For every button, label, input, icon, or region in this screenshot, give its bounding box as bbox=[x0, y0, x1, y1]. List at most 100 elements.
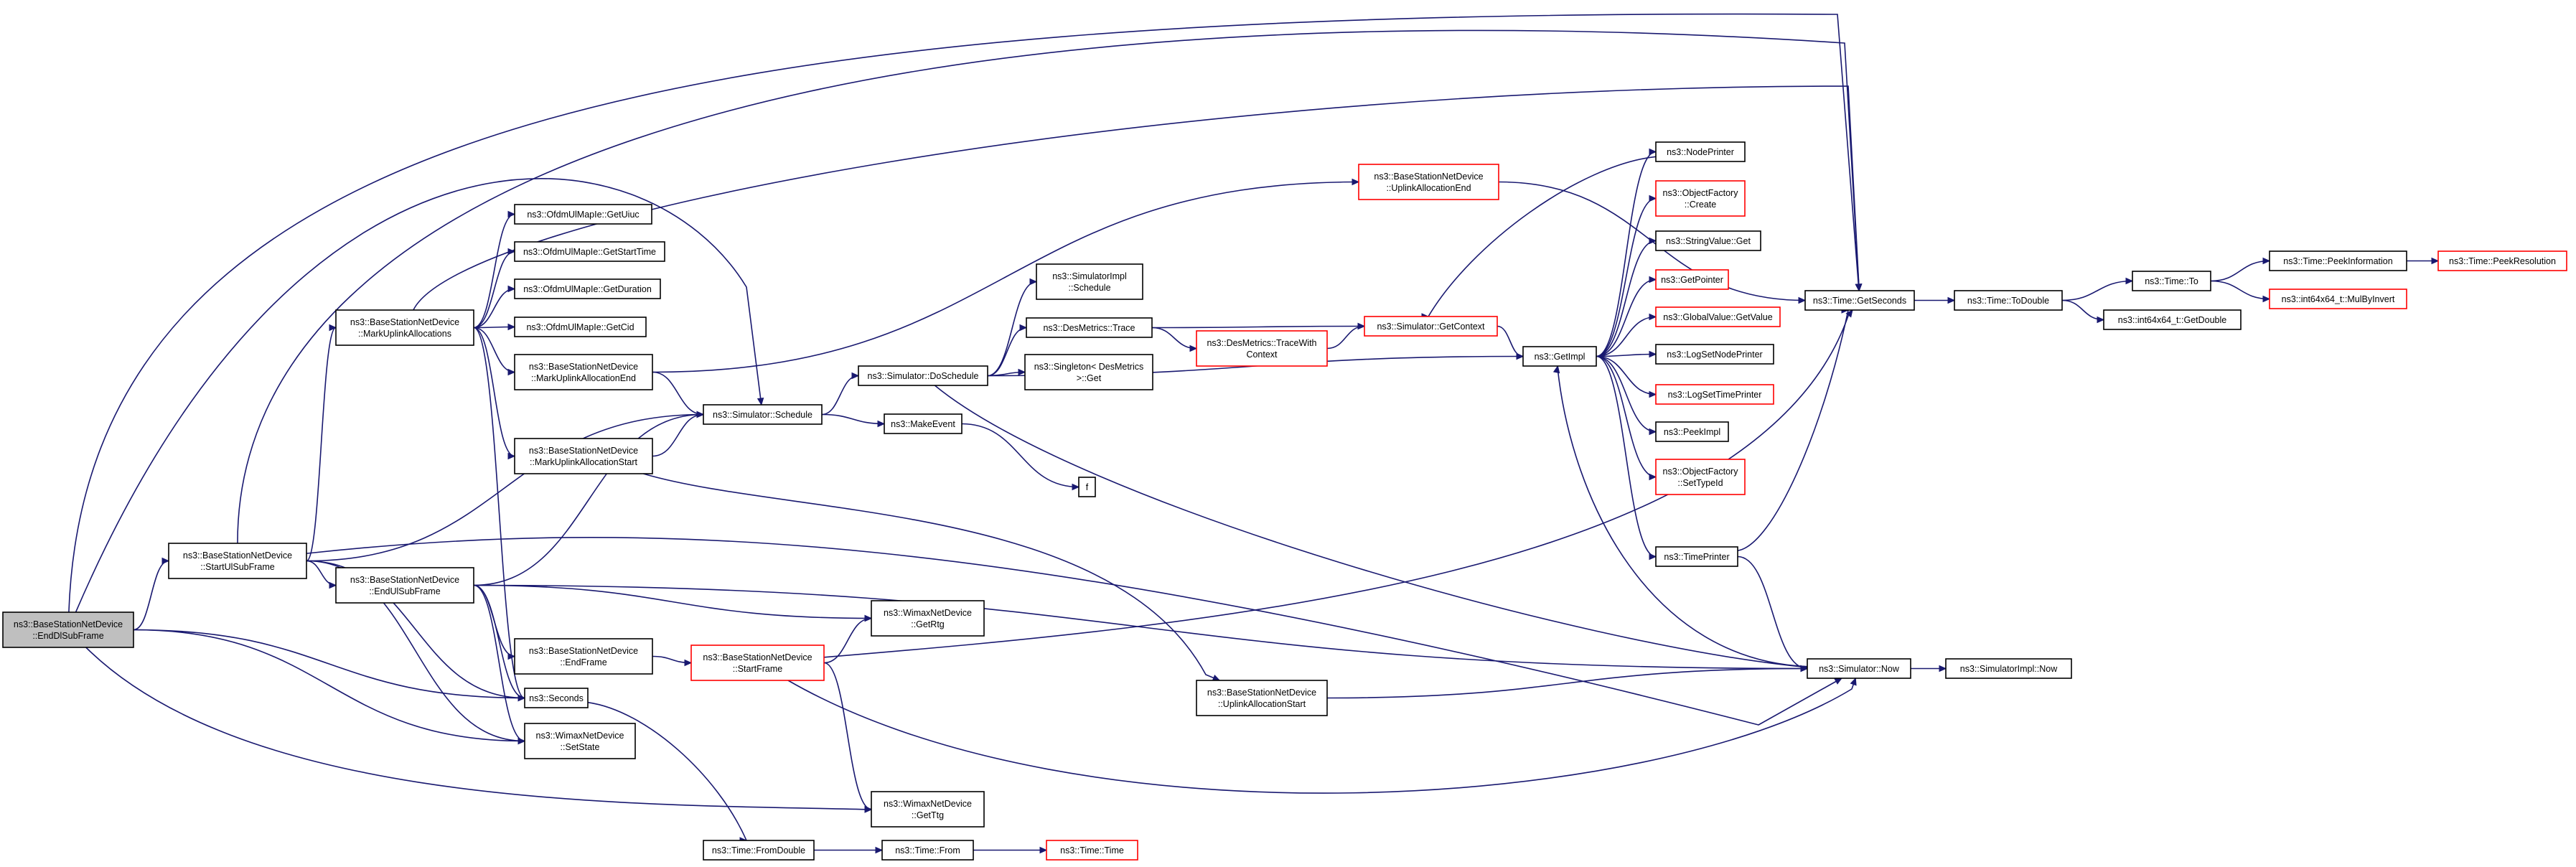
node-label: Context bbox=[1246, 350, 1278, 360]
node-stringGet[interactable]: ns3::StringValue::Get bbox=[1655, 230, 1761, 251]
node-box bbox=[703, 404, 823, 425]
node-box bbox=[1655, 269, 1729, 290]
edge-line bbox=[823, 617, 872, 664]
call-edge-getImpl-to-ofCreate bbox=[1596, 195, 1657, 357]
edge-line bbox=[787, 678, 1857, 794]
node-timeFrom[interactable]: ns3::Time::From bbox=[881, 840, 974, 861]
node-box bbox=[1804, 290, 1915, 311]
node-peekImpl[interactable]: ns3::PeekImpl bbox=[1655, 421, 1729, 442]
node-makeEvent[interactable]: ns3::MakeEvent bbox=[884, 413, 963, 434]
call-edge-simNow-to-simImplNow bbox=[1910, 665, 1947, 672]
arrowhead-icon bbox=[1649, 237, 1657, 245]
call-edge-markUl-to-getDuration bbox=[473, 285, 516, 329]
edge-line bbox=[75, 178, 762, 613]
node-singletonGet[interactable]: ns3::Singleton< DesMetrics>::Get bbox=[1024, 354, 1153, 390]
node-label: ns3::int64x64_t::MulByInvert bbox=[2282, 294, 2395, 304]
node-logSetTimePrinter[interactable]: ns3::LogSetTimePrinter bbox=[1655, 384, 1774, 405]
call-edge-schedule-to-makeEvent bbox=[821, 413, 886, 428]
node-label: ns3::WimaxNetDevice bbox=[884, 608, 972, 618]
node-getUiuc[interactable]: ns3::OfdmUlMapIe::GetUiuc bbox=[514, 204, 652, 225]
node-label: ns3::BaseStationNetDevice bbox=[529, 362, 638, 372]
node-box bbox=[514, 317, 647, 337]
arrowhead-icon bbox=[161, 557, 170, 565]
node-label: ::StartFrame bbox=[733, 664, 783, 674]
call-edge-markStart-to-schedule bbox=[652, 411, 705, 457]
edge-line bbox=[1596, 355, 1657, 433]
node-markStart[interactable]: ns3::BaseStationNetDevice::MarkUplinkAll… bbox=[514, 438, 653, 474]
node-f[interactable]: f bbox=[1078, 477, 1096, 497]
node-box bbox=[514, 354, 653, 390]
node-endFrame[interactable]: ns3::BaseStationNetDevice::EndFrame bbox=[514, 638, 653, 675]
node-getPointer[interactable]: ns3::GetPointer bbox=[1655, 269, 1729, 290]
edge-line bbox=[1326, 325, 1365, 350]
call-edge-endDl-to-setState bbox=[133, 629, 526, 745]
node-label: ns3::OfdmUlMapIe::GetUiuc bbox=[527, 210, 639, 220]
edge-line bbox=[1497, 325, 1524, 357]
node-desTrace[interactable]: ns3::DesMetrics::Trace bbox=[1026, 317, 1153, 338]
arrowhead-icon bbox=[877, 420, 886, 428]
arrowhead-icon bbox=[757, 397, 764, 406]
nodes-layer: ns3::BaseStationNetDevice::EndDlSubFrame… bbox=[2, 141, 2567, 861]
call-edge-timePrinter-to-simNow bbox=[1737, 556, 1809, 672]
edge-line bbox=[652, 371, 704, 416]
call-edge-endUl-to-schedule bbox=[473, 411, 705, 586]
node-markEnd[interactable]: ns3::BaseStationNetDevice::MarkUplinkAll… bbox=[514, 354, 653, 390]
node-getDuration[interactable]: ns3::OfdmUlMapIe::GetDuration bbox=[514, 278, 661, 299]
node-box bbox=[2437, 250, 2567, 271]
arrowhead-icon bbox=[1834, 678, 1842, 685]
node-box bbox=[514, 278, 661, 299]
arrowhead-icon bbox=[875, 846, 884, 854]
call-edge-markUl-to-getUiuc bbox=[473, 210, 516, 329]
node-label: ns3::OfdmUlMapIe::GetDuration bbox=[523, 284, 652, 294]
node-peekResolution[interactable]: ns3::Time::PeekResolution bbox=[2437, 250, 2567, 271]
node-label: ns3::Seconds bbox=[529, 693, 584, 703]
arrowhead-icon bbox=[1845, 309, 1853, 318]
node-label: ns3::MakeEvent bbox=[891, 419, 955, 429]
node-markUl[interactable]: ns3::BaseStationNetDevice::MarkUplinkAll… bbox=[335, 309, 474, 346]
node-getTtg[interactable]: ns3::WimaxNetDevice::GetTtg bbox=[871, 791, 985, 828]
node-nodePrinter[interactable]: ns3::NodePrinter bbox=[1655, 141, 1746, 162]
node-startFrame[interactable]: ns3::BaseStationNetDevice::StartFrame bbox=[690, 645, 825, 681]
node-box bbox=[871, 791, 985, 828]
node-ofCreate[interactable]: ns3::ObjectFactory::Create bbox=[1655, 180, 1746, 217]
node-endUl[interactable]: ns3::BaseStationNetDevice::EndUlSubFrame bbox=[335, 567, 474, 604]
node-label: ns3::Time::ToDouble bbox=[1967, 296, 2049, 306]
edge-line bbox=[68, 13, 1860, 613]
node-mulByInvert[interactable]: ns3::int64x64_t::MulByInvert bbox=[2269, 289, 2407, 309]
node-timeTo[interactable]: ns3::Time::To bbox=[2132, 271, 2211, 291]
node-getContext[interactable]: ns3::Simulator::GetContext bbox=[1364, 316, 1498, 337]
node-uplinkAllocEnd[interactable]: ns3::BaseStationNetDevice::UplinkAllocat… bbox=[1358, 164, 1499, 200]
node-endDl[interactable]: ns3::BaseStationNetDevice::EndDlSubFrame bbox=[2, 611, 134, 648]
edge-line bbox=[413, 85, 1860, 311]
node-simImplNow[interactable]: ns3::SimulatorImpl::Now bbox=[1945, 658, 2072, 679]
node-getStartTime[interactable]: ns3::OfdmUlMapIe::GetStartTime bbox=[514, 241, 665, 262]
node-getCid[interactable]: ns3::OfdmUlMapIe::GetCid bbox=[514, 317, 647, 337]
call-edge-endUl-to-getRtg bbox=[473, 584, 873, 622]
node-label: ::MarkUplinkAllocationEnd bbox=[531, 373, 636, 383]
node-logSetNodePrinter[interactable]: ns3::LogSetNodePrinter bbox=[1655, 344, 1774, 365]
node-simImplSchedule[interactable]: ns3::SimulatorImpl::Schedule bbox=[1036, 263, 1143, 300]
node-doSchedule[interactable]: ns3::Simulator::DoSchedule bbox=[858, 365, 988, 386]
node-getImpl[interactable]: ns3::GetImpl bbox=[1522, 346, 1597, 367]
node-startUl[interactable]: ns3::BaseStationNetDevice::StartUlSubFra… bbox=[168, 543, 307, 579]
node-seconds[interactable]: ns3::Seconds bbox=[524, 688, 589, 708]
node-peekInfo[interactable]: ns3::Time::PeekInformation bbox=[2269, 250, 2407, 271]
node-label: ns3::BaseStationNetDevice bbox=[1374, 172, 1483, 182]
node-fromDouble[interactable]: ns3::Time::FromDouble bbox=[703, 840, 815, 861]
node-label: ::EndUlSubFrame bbox=[369, 586, 440, 596]
node-timeTime[interactable]: ns3::Time::Time bbox=[1046, 840, 1138, 861]
node-int64GetDouble[interactable]: ns3::int64x64_t::GetDouble bbox=[2103, 309, 2242, 330]
node-uplinkAllocStart[interactable]: ns3::BaseStationNetDevice::UplinkAllocat… bbox=[1196, 680, 1328, 716]
node-ofSetTypeId[interactable]: ns3::ObjectFactory::SetTypeId bbox=[1655, 459, 1746, 495]
call-edge-getImpl-to-logSetTimePrinter bbox=[1596, 355, 1657, 398]
node-timePrinter[interactable]: ns3::TimePrinter bbox=[1655, 546, 1738, 567]
node-toDouble[interactable]: ns3::Time::ToDouble bbox=[1954, 290, 2063, 311]
edge-line bbox=[1596, 240, 1657, 357]
node-setState[interactable]: ns3::WimaxNetDevice::SetState bbox=[524, 723, 636, 759]
node-schedule[interactable]: ns3::Simulator::Schedule bbox=[703, 404, 823, 425]
node-simNow[interactable]: ns3::Simulator::Now bbox=[1807, 658, 1911, 679]
node-globalGetValue[interactable]: ns3::GlobalValue::GetValue bbox=[1655, 306, 1781, 327]
node-getSeconds[interactable]: ns3::Time::GetSeconds bbox=[1804, 290, 1915, 311]
node-getRtg[interactable]: ns3::WimaxNetDevice::GetRtg bbox=[871, 600, 985, 637]
